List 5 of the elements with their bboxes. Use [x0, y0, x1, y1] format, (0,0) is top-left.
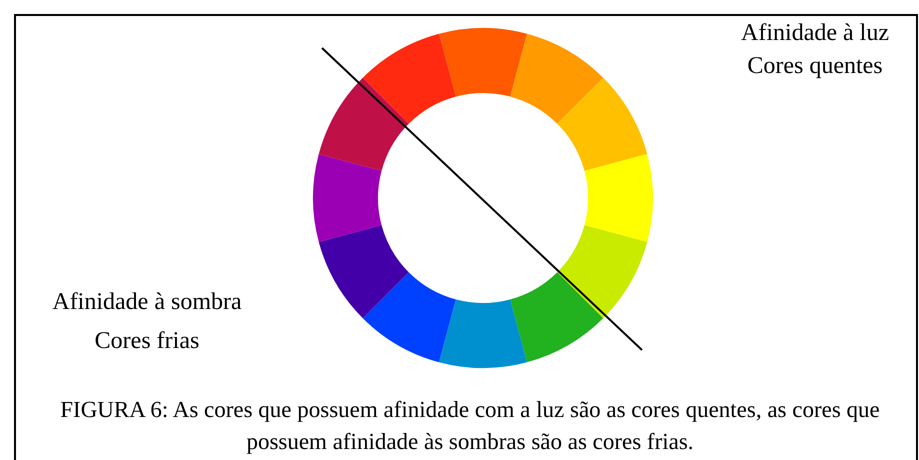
region-label: Cores quentes: [746, 52, 884, 81]
figure-caption: FIGURA 6: As cores que possuem afinidade com a luz são as cores quentes, as cores que possuem afinidade às sombras são as cores frias.: [59, 396, 881, 456]
region-label: Afinidade à sombra: [51, 288, 243, 317]
region-label: Cores frias: [94, 327, 200, 356]
region-label: Afinidade à luz: [740, 19, 890, 48]
